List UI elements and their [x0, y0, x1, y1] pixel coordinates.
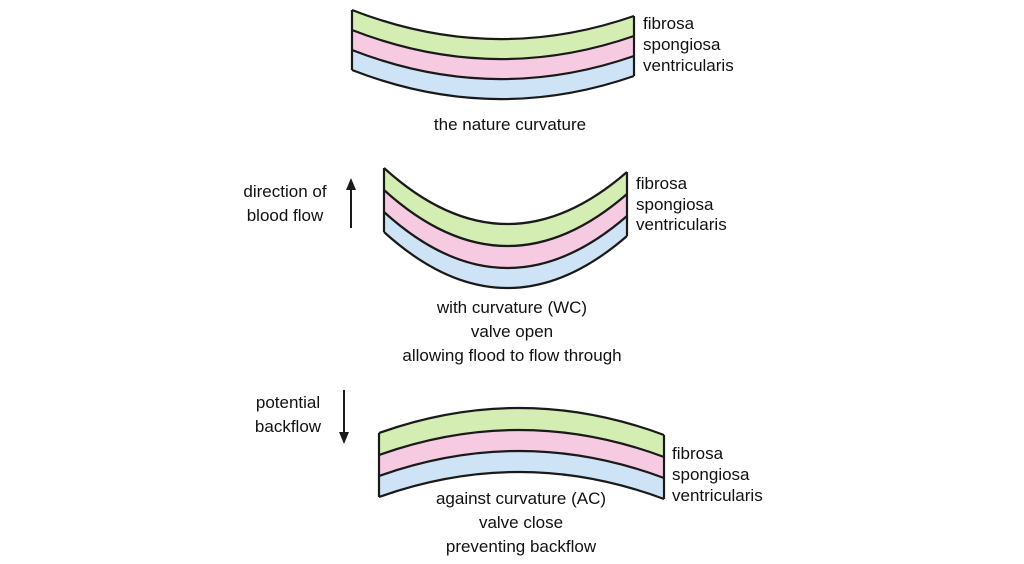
side-label-line: backflow	[254, 417, 322, 436]
panel1-spongiosa-label: spongiosa	[643, 35, 721, 54]
ventricularis-layer	[352, 50, 634, 100]
ventricularis-layer	[384, 212, 627, 289]
panel2-spongiosa-label: spongiosa	[636, 195, 714, 214]
caption-line: the nature curvature	[433, 115, 587, 134]
fibrosa-layer	[379, 407, 664, 457]
caption-line: preventing backflow	[445, 537, 597, 556]
side-label-line: direction of	[243, 182, 327, 201]
panel3-fibrosa-label: fibrosa	[672, 444, 724, 463]
caption-line: valve open	[470, 322, 554, 341]
caption-line: allowing flood to flow through	[402, 346, 622, 365]
panel1-caption: the nature curvature	[330, 113, 690, 137]
panel3-caption: against curvature (AC) valve close preve…	[341, 487, 701, 559]
panel2-ventricularis-label: ventricularis	[636, 215, 727, 234]
side-label-line: potential	[255, 393, 321, 412]
panel3-side-label: potential backflow	[236, 391, 340, 439]
panel-natural-curvature	[350, 8, 636, 101]
fibrosa-layer	[352, 10, 634, 60]
panel1-ventricularis-label: ventricularis	[643, 56, 734, 75]
panel-with-curvature	[382, 167, 629, 290]
spongiosa-layer	[352, 30, 634, 80]
caption-line: with curvature (WC)	[436, 298, 588, 317]
caption-line: valve close	[478, 513, 564, 532]
spongiosa-layer	[379, 429, 664, 478]
side-label-line: blood flow	[246, 206, 324, 225]
panel3-ventricularis-label: ventricularis	[672, 486, 763, 505]
blood-flow-up-arrow-icon	[346, 178, 356, 228]
panel2-side-label: direction of blood flow	[228, 180, 342, 228]
caption-line: against curvature (AC)	[435, 489, 607, 508]
panel-against-curvature	[377, 406, 666, 501]
spongiosa-layer	[384, 190, 627, 269]
panel2-fibrosa-label: fibrosa	[636, 174, 688, 193]
panel3-spongiosa-label: spongiosa	[672, 465, 750, 484]
backflow-down-arrow-icon	[339, 390, 349, 444]
ventricularis-layer	[379, 450, 664, 499]
fibrosa-layer	[384, 168, 627, 247]
panel2-caption: with curvature (WC) valve open allowing …	[332, 296, 692, 368]
panel1-fibrosa-label: fibrosa	[643, 14, 695, 33]
